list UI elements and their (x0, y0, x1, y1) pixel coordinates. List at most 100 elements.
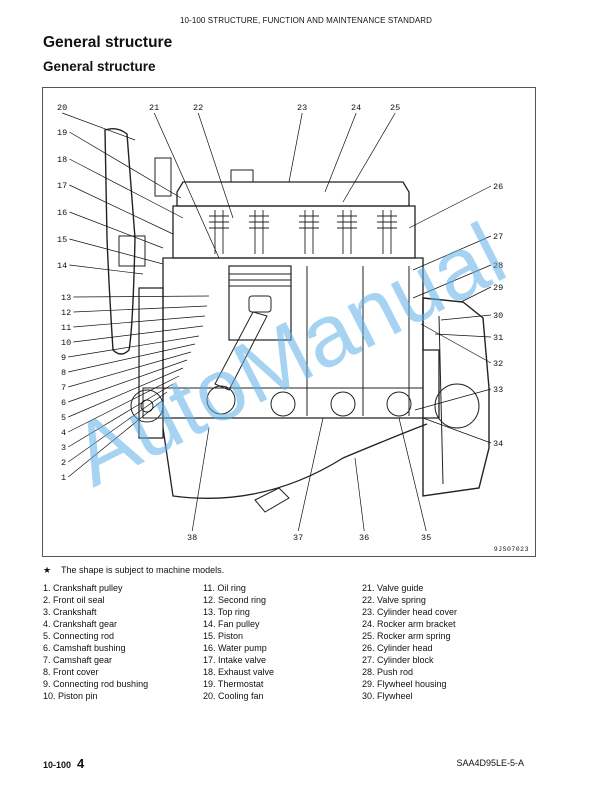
part-item: 23. Cylinder head cover (362, 607, 458, 617)
callout-11: 11 (61, 323, 71, 333)
part-item: 3. Crankshaft (43, 607, 97, 617)
footer-page-number: 4 (77, 756, 85, 771)
leader-line-29 (460, 286, 492, 303)
leader-line-2 (67, 391, 168, 463)
callout-35: 35 (421, 533, 431, 543)
page-title: General structure (43, 34, 173, 51)
callout-25: 25 (390, 103, 400, 113)
leader-line-32 (420, 323, 492, 364)
part-item: 15. Piston (203, 631, 244, 641)
callout-22: 22 (193, 103, 203, 113)
part-item: 24. Rocker arm bracket (362, 619, 456, 629)
part-item: 4. Crankshaft gear (43, 619, 118, 629)
leader-line-4 (68, 375, 180, 433)
callout-20: 20 (57, 103, 67, 113)
part-item: 5. Connecting rod (43, 631, 115, 641)
leader-line-12 (73, 305, 208, 313)
leader-line-9 (68, 335, 200, 358)
part-item: 19. Thermostat (203, 679, 264, 689)
parts-list-column-3: 21. Valve guide 22. Valve spring 23. Cyl… (362, 582, 457, 702)
figure-code: 9JS07023 (493, 546, 529, 553)
leader-line-8 (68, 343, 196, 373)
callout-8: 8 (61, 368, 66, 378)
engine-drawing (104, 127, 490, 513)
leader-line-17 (69, 184, 174, 235)
part-item: 1. Crankshaft pulley (43, 583, 123, 593)
part-item: 30. Flywheel (362, 691, 413, 701)
leader-line-27 (412, 235, 492, 271)
section-subtitle: General structure (43, 59, 156, 74)
callout-30: 30 (493, 311, 503, 321)
leader-line-11 (73, 315, 206, 328)
part-item: 22. Valve spring (362, 595, 426, 605)
part-item: 18. Exhaust valve (203, 667, 275, 677)
leader-line-14 (69, 264, 144, 275)
callout-leader-lines (62, 112, 492, 532)
note-text: The shape is subject to machine models. (61, 565, 225, 575)
callout-18: 18 (57, 155, 67, 165)
leader-line-3 (68, 383, 174, 448)
leader-line-21 (153, 112, 220, 259)
part-item: 20. Cooling fan (203, 691, 264, 701)
leader-line-36 (354, 457, 365, 532)
callout-23: 23 (297, 103, 307, 113)
leader-line-22 (197, 112, 234, 219)
callout-2: 2 (61, 458, 66, 468)
callout-3: 3 (61, 443, 66, 453)
part-item: 13. Top ring (203, 607, 250, 617)
star-icon: ★ (43, 565, 52, 575)
model-note: ★ The shape is subject to machine models. (43, 565, 224, 576)
parts-list-column-2: 11. Oil ring 12. Second ring 13. Top rin… (203, 582, 274, 702)
callout-28: 28 (493, 261, 503, 271)
page-header: 10-100 STRUCTURE, FUNCTION AND MAINTENAN… (179, 16, 433, 25)
callout-4: 4 (61, 428, 66, 438)
leader-line-13 (73, 295, 210, 298)
callout-31: 31 (493, 333, 503, 343)
leader-line-23 (288, 112, 303, 183)
part-item: 6. Camshaft bushing (43, 643, 126, 653)
callout-13: 13 (61, 293, 71, 303)
leader-line-30 (440, 314, 492, 321)
leader-line-19 (69, 131, 182, 199)
callout-33: 33 (493, 385, 503, 395)
callout-6: 6 (61, 398, 66, 408)
callout-17: 17 (57, 181, 67, 191)
parts-list-column-1: 1. Crankshaft pulley 2. Front oil seal 3… (43, 582, 148, 702)
part-item: 12. Second ring (203, 595, 267, 605)
leader-line-16 (69, 211, 164, 249)
callout-27: 27 (493, 232, 503, 242)
callout-34: 34 (493, 439, 503, 449)
part-item: 2. Front oil seal (43, 595, 105, 605)
callout-19: 19 (57, 128, 67, 138)
callout-5: 5 (61, 413, 66, 423)
leader-line-18 (69, 158, 184, 219)
part-item: 28. Push rod (362, 667, 414, 677)
leader-line-38 (191, 427, 210, 532)
part-item: 27. Cylinder block (362, 655, 434, 665)
part-item: 17. Intake valve (203, 655, 267, 665)
callout-14: 14 (57, 261, 67, 271)
leader-line-37 (297, 417, 324, 532)
part-item: 11. Oil ring (203, 583, 246, 593)
leader-line-20 (62, 112, 136, 141)
leader-line-1 (67, 399, 164, 478)
callout-37: 37 (293, 533, 303, 543)
part-item: 10. Piston pin (43, 691, 98, 701)
leader-line-28 (412, 264, 492, 299)
callout-26: 26 (493, 182, 503, 192)
callout-36: 36 (359, 533, 369, 543)
part-item: 29. Flywheel housing (362, 679, 447, 689)
leader-line-26 (408, 185, 492, 229)
leader-line-10 (73, 325, 204, 343)
leader-line-31 (434, 333, 492, 338)
callout-16: 16 (57, 208, 67, 218)
footer-model: SAA4D95LE-5-A (456, 758, 524, 768)
callout-38: 38 (187, 533, 197, 543)
watermark-text: AutoManual (57, 204, 520, 505)
callout-15: 15 (57, 235, 67, 245)
part-item: 14. Fan pulley (203, 619, 260, 629)
